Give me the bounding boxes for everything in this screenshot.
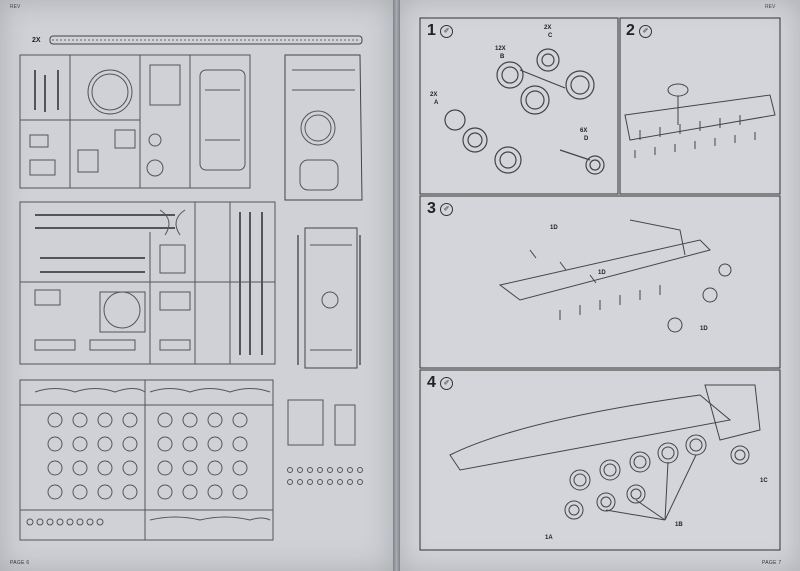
- left-corner-mark: REV: [10, 4, 21, 10]
- step-1-sublabel-b: B: [500, 54, 505, 60]
- step-1-mark-a: 2X: [544, 25, 552, 31]
- step-1-sublabel-c: C: [548, 33, 553, 39]
- sprue-frame-a: [19, 54, 251, 189]
- step-4-callout-b: 1B: [675, 522, 683, 528]
- sprue-frame-b: [19, 201, 276, 365]
- road-wheel-grid: [47, 412, 248, 500]
- step-2-panel: [619, 17, 781, 195]
- step-1-sublabel-d: D: [584, 136, 589, 142]
- step-1-wheels: [444, 48, 605, 175]
- step-3-paint-icon: ✐: [440, 203, 453, 216]
- step-2-axle-bar: [624, 83, 776, 158]
- step-1-sublabel-a: A: [434, 100, 439, 106]
- left-page-folio: PAGE 6: [10, 560, 30, 566]
- step-3-panel: [419, 195, 781, 369]
- step-1-panel: [419, 17, 619, 195]
- step-4-number: 4: [427, 374, 436, 391]
- step-1-mark-b: 12X: [495, 46, 506, 52]
- step-3-callout-1: 1D: [550, 225, 558, 231]
- step-1-number: 1: [427, 22, 436, 39]
- track-quantity-label: 2X: [32, 37, 41, 44]
- step-3-hull-side: [498, 219, 732, 333]
- step-3-number: 3: [427, 200, 436, 217]
- hull-floor-part: [304, 227, 358, 369]
- step-3-callout-2: 1D: [598, 270, 606, 276]
- step-4-panel: [419, 369, 781, 551]
- right-page: REV PAGE 7: [400, 0, 800, 571]
- step-4-callout-c: 1C: [760, 478, 768, 484]
- step-2-number: 2: [626, 22, 635, 39]
- hull-top-part: [284, 54, 363, 201]
- assembly-steps-diagram: [419, 17, 781, 551]
- step-3-callout-3: 1D: [700, 326, 708, 332]
- parts-sprue-diagram: [19, 35, 363, 541]
- step-4-hull-assembly: [449, 384, 761, 521]
- right-page-folio: PAGE 7: [762, 560, 782, 566]
- book-gutter: [393, 0, 400, 571]
- step-1-mark-c: 2X: [430, 92, 438, 98]
- step-1-paint-icon: ✐: [440, 25, 453, 38]
- right-corner-mark: REV: [765, 4, 776, 10]
- track-strip: [49, 35, 363, 45]
- step-1-mark-d: 6X: [580, 128, 588, 134]
- small-parts-sprue: [287, 399, 324, 446]
- sprue-frame-c: [19, 379, 274, 541]
- step-4-callout-a: 1A: [545, 535, 553, 541]
- left-page: REV PAGE 6 2X: [0, 0, 393, 571]
- step-2-paint-icon: ✐: [639, 25, 652, 38]
- step-4-paint-icon: ✐: [440, 377, 453, 390]
